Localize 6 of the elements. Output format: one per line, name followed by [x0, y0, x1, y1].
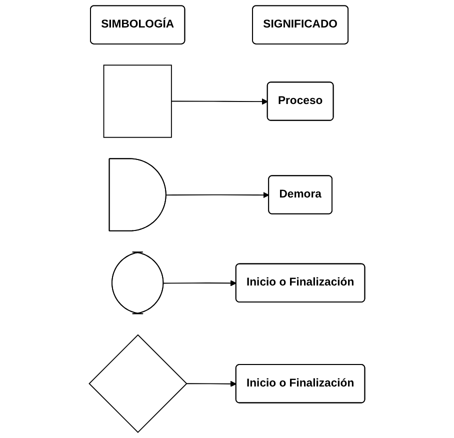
arrow [170, 98, 268, 105]
arrow [163, 280, 236, 286]
node-box [103, 64, 172, 138]
arrow [186, 380, 236, 388]
arrow [166, 192, 270, 198]
node-diamond [88, 334, 188, 433]
